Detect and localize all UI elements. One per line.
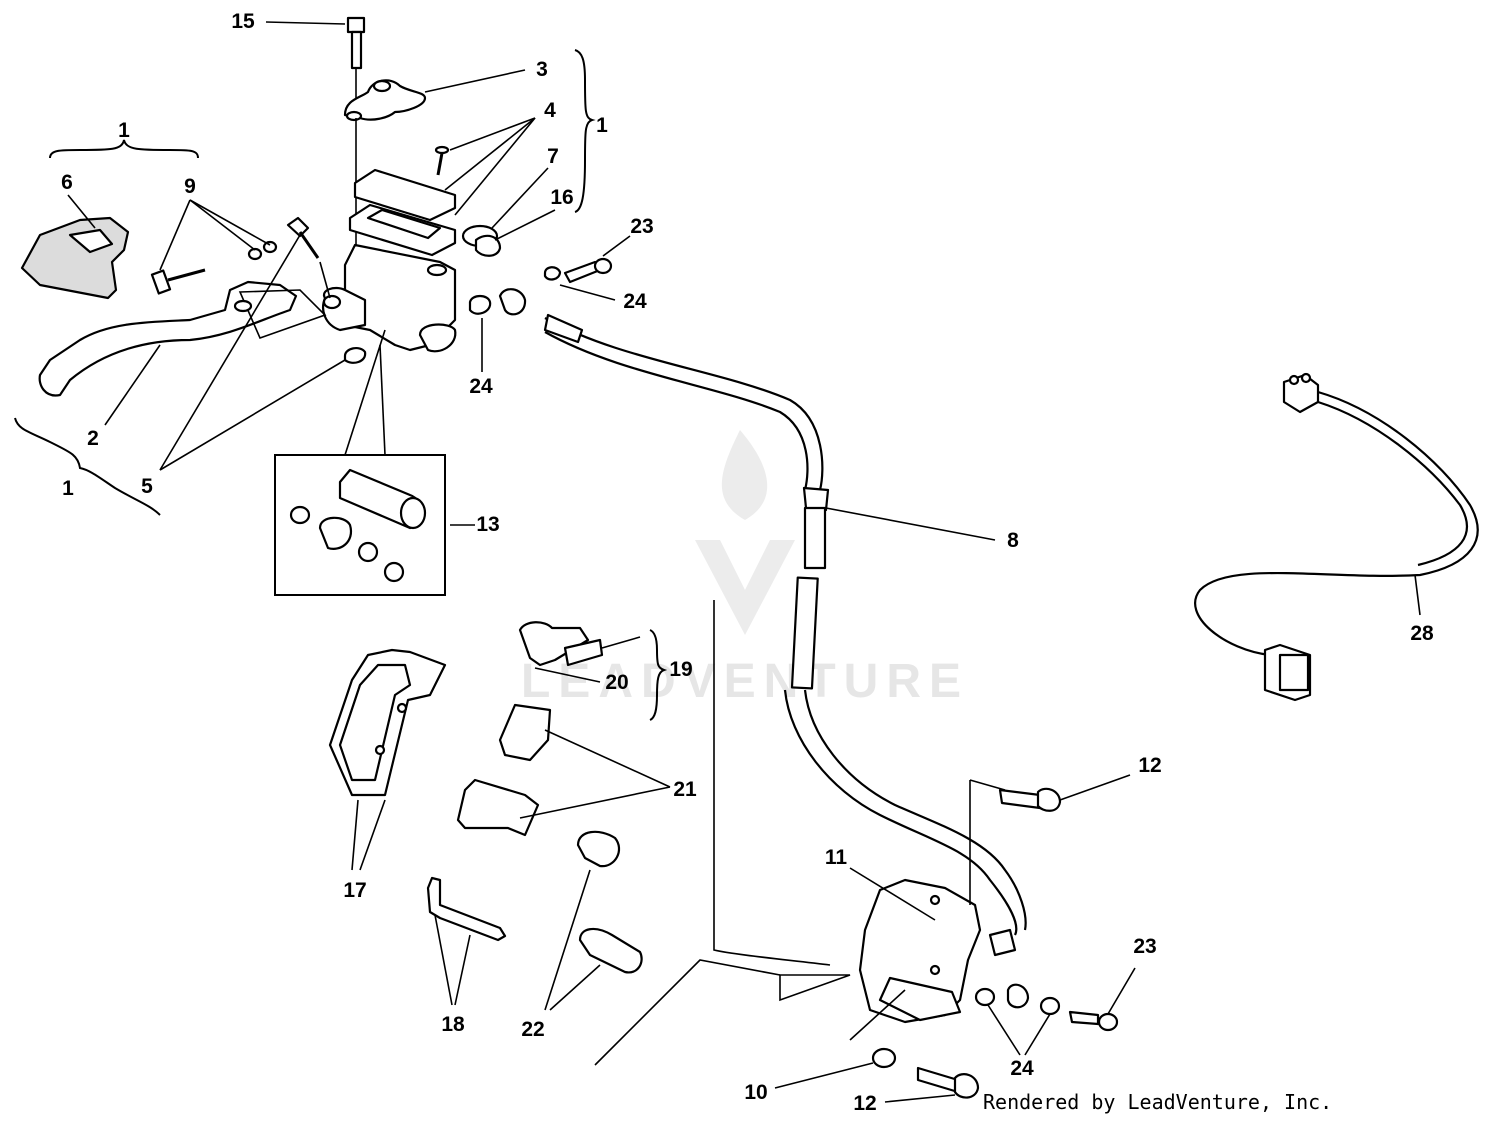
screw-4 (434, 145, 450, 176)
callout-18: 18 (441, 1013, 465, 1036)
braces (14, 49, 668, 721)
pivot-bolt-5 (286, 216, 320, 259)
boot-22b (578, 927, 643, 974)
callout-17: 17 (343, 879, 366, 902)
sensor-28 (1194, 372, 1479, 702)
piston-kit-13 (274, 329, 446, 596)
callout-16: 16 (550, 186, 573, 209)
lever-group (20, 216, 327, 397)
lever-cover-6 (20, 216, 130, 300)
callout-9: 9 (184, 175, 196, 198)
callout-23-top: 23 (630, 215, 653, 238)
callout-22: 22 (521, 1018, 544, 1041)
screw-9 (150, 240, 278, 295)
callout-12-bottom: 12 (853, 1092, 876, 1115)
callout-15: 15 (231, 10, 255, 33)
pads-and-pins (328, 621, 643, 974)
pin-18 (426, 876, 507, 942)
callout-24-b: 24 (469, 375, 493, 398)
callout-13: 13 (476, 513, 499, 536)
callout-labels: 15 3 4 7 16 1 1 6 9 23 24 24 2 5 1 13 8 … (61, 10, 1434, 1115)
callout-1-top: 1 (118, 119, 130, 142)
reservoir-cap (353, 168, 457, 222)
bolt-15 (346, 16, 366, 70)
leader-lines (67, 21, 1421, 1103)
callout-12-top: 12 (1138, 754, 1161, 777)
callout-3: 3 (536, 58, 548, 81)
callout-5: 5 (141, 475, 153, 498)
watermark: LEADVENTURE (521, 430, 969, 708)
boot-16 (474, 234, 502, 257)
pad-21a (498, 703, 552, 762)
callout-8: 8 (1007, 529, 1019, 552)
callout-20: 20 (605, 671, 628, 694)
boot-22a (576, 830, 621, 868)
callout-24-a: 24 (623, 290, 647, 313)
callout-4: 4 (544, 99, 556, 122)
watermark-text: LEADVENTURE (521, 655, 969, 708)
callout-1-left: 1 (62, 477, 74, 500)
brake-hose-8 (468, 257, 1027, 936)
callout-6: 6 (61, 171, 73, 194)
callout-24-c: 24 (1010, 1057, 1034, 1080)
pad-21b (456, 778, 540, 837)
callout-7: 7 (547, 145, 559, 168)
callout-11: 11 (825, 846, 848, 869)
callout-10: 10 (744, 1081, 767, 1104)
callout-19: 19 (669, 658, 692, 681)
callout-28: 28 (1410, 622, 1434, 645)
master-cylinder-group (286, 16, 502, 364)
brake-lever-2 (38, 280, 298, 397)
callout-1-right: 1 (596, 114, 608, 137)
caliper-assembly (594, 600, 1119, 1099)
render-credit: Rendered by LeadVenture, Inc. (983, 1090, 1333, 1114)
callout-2: 2 (87, 427, 99, 450)
clamp-3 (343, 79, 427, 121)
callout-23-bottom: 23 (1133, 935, 1156, 958)
callout-21: 21 (673, 778, 697, 801)
